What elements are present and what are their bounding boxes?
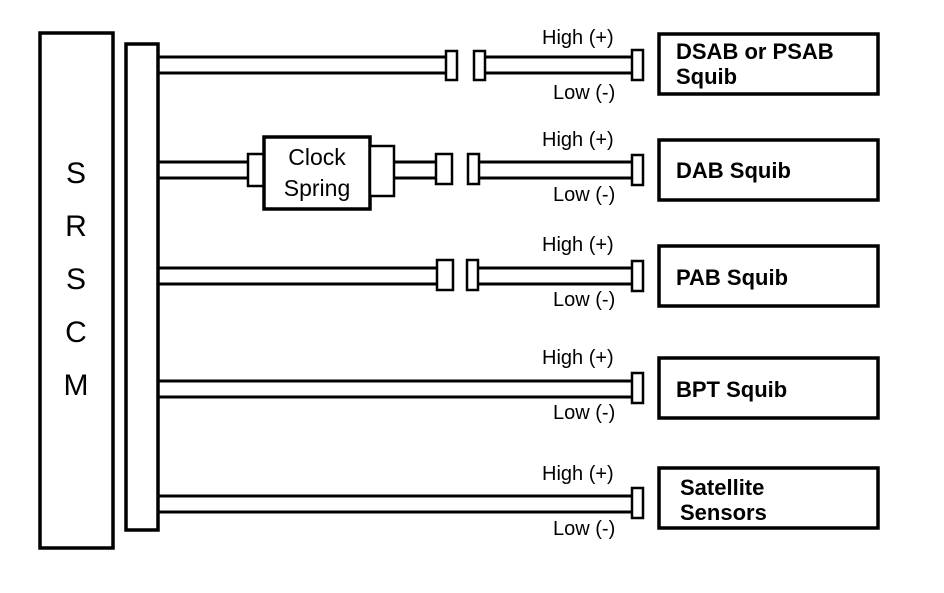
high-label: High (+) [542, 27, 614, 49]
clock-spring-label-line1: Clock [288, 144, 346, 170]
squib-label: PAB Squib [676, 265, 788, 290]
circuit-satellite-sensors: High (+) Low (-) Satellite Sensors [158, 463, 880, 540]
srscm-module [38, 31, 115, 550]
squib-connector [630, 259, 645, 293]
squib-label-line1: DSAB or PSAB [676, 39, 834, 64]
circuit-dsab-psab: High (+) Low (-) DSAB or PSAB Squib [158, 27, 880, 104]
inline-connector-right [465, 258, 480, 292]
low-label: Low (-) [553, 184, 615, 206]
satellite-sensors-box [657, 466, 880, 530]
clock-spring-label-line2: Spring [284, 175, 350, 201]
high-label: High (+) [542, 347, 614, 369]
squib-box-dsab-psab [657, 32, 880, 96]
sensor-label-line2: Sensors [680, 500, 767, 525]
squib-label: DAB Squib [676, 158, 791, 183]
module-letter-1: S [66, 157, 86, 190]
high-label: High (+) [542, 463, 614, 485]
high-label: High (+) [542, 129, 614, 151]
circuit-dab: Clock Spring High (+) Low (-) DAB Squib [158, 129, 880, 211]
low-label: Low (-) [553, 402, 615, 424]
sensor-connector [630, 486, 645, 520]
inline-connector-right [472, 49, 487, 82]
high-label: High (+) [542, 234, 614, 256]
circuit-bpt: High (+) Low (-) BPT Squib [158, 347, 880, 424]
squib-connector [630, 153, 645, 187]
module-letter-2: R [65, 210, 87, 243]
inline-connector-left [444, 49, 459, 82]
module-letter-5: M [64, 369, 89, 402]
circuit-pab: High (+) Low (-) PAB Squib [158, 234, 880, 311]
module-connector [124, 42, 160, 532]
inline-connector-right [466, 152, 481, 186]
squib-label-line2: Squib [676, 64, 737, 89]
squib-label: BPT Squib [676, 377, 787, 402]
squib-box-dab [657, 138, 880, 202]
squib-box-bpt [657, 356, 880, 420]
inline-connector-left [435, 258, 455, 292]
squib-connector [630, 371, 645, 405]
low-label: Low (-) [553, 82, 615, 104]
low-label: Low (-) [553, 518, 615, 540]
module-letter-4: C [65, 316, 87, 349]
squib-connector [630, 48, 645, 82]
low-label: Low (-) [553, 289, 615, 311]
module-letter-3: S [66, 263, 86, 296]
squib-box-pab [657, 244, 880, 308]
inline-connector-left [434, 152, 454, 186]
sensor-label-line1: Satellite [680, 475, 764, 500]
